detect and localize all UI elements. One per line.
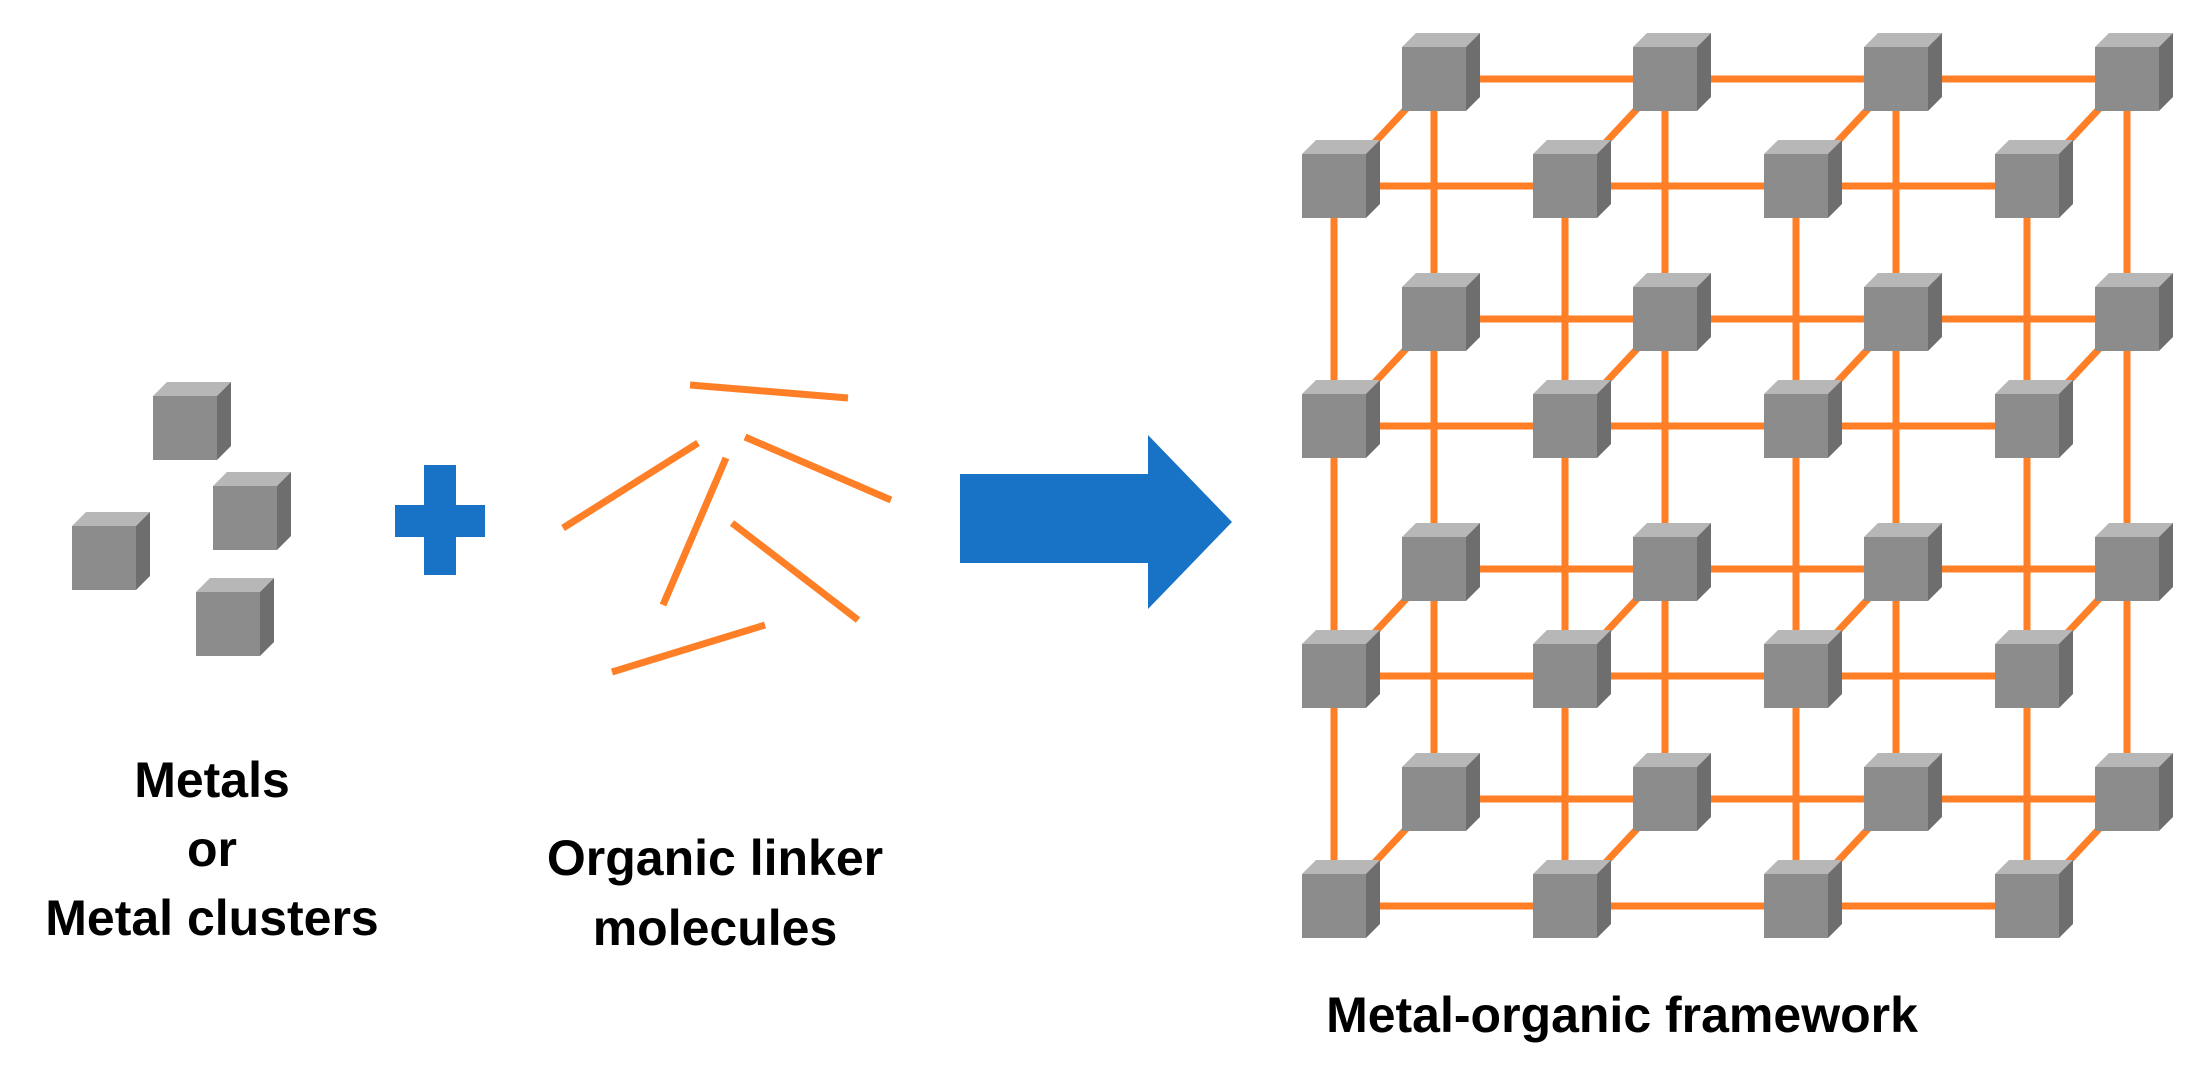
label-molecules: molecules <box>593 900 838 956</box>
framework-metal-node-icon <box>2095 33 2173 111</box>
framework-metal-node-icon <box>1864 33 1942 111</box>
framework-metal-node-icon <box>2095 753 2173 831</box>
metal-cube-icon <box>196 578 274 656</box>
organic-linker-rod <box>659 456 730 607</box>
framework-metal-node-icon <box>1995 380 2073 458</box>
label-metal-organic-framework: Metal-organic framework <box>1326 987 1918 1043</box>
organic-linker-rod <box>743 433 893 504</box>
framework-metal-node-icon <box>1533 140 1611 218</box>
framework-metal-node-icon <box>1764 860 1842 938</box>
framework-metal-node-icon <box>1995 860 2073 938</box>
framework-metal-node-icon <box>1533 860 1611 938</box>
framework-metal-node-icon <box>1764 630 1842 708</box>
metal-cube-icon <box>213 472 291 550</box>
metal-organic-framework-lattice <box>1302 33 2173 938</box>
framework-metal-node-icon <box>1533 630 1611 708</box>
framework-metal-node-icon <box>1995 140 2073 218</box>
organic-linker-rod <box>729 520 861 623</box>
organic-linker-rod <box>610 621 767 676</box>
framework-metal-node-icon <box>1402 33 1480 111</box>
label-metals: Metals <box>134 752 290 808</box>
framework-metal-node-icon <box>2095 523 2173 601</box>
framework-metal-node-icon <box>1633 273 1711 351</box>
framework-metal-node-icon <box>1533 380 1611 458</box>
framework-metal-node-icon <box>1302 860 1380 938</box>
framework-metal-node-icon <box>1764 140 1842 218</box>
framework-metal-node-icon <box>1764 380 1842 458</box>
framework-metal-node-icon <box>1402 523 1480 601</box>
label-or: or <box>187 821 237 877</box>
framework-metal-node-icon <box>1302 380 1380 458</box>
framework-metal-node-icon <box>1402 273 1480 351</box>
metal-cube-icon <box>153 382 231 460</box>
framework-metal-node-icon <box>1864 523 1942 601</box>
framework-metal-node-icon <box>1402 753 1480 831</box>
framework-metal-node-icon <box>1864 753 1942 831</box>
framework-metal-node-icon <box>1864 273 1942 351</box>
framework-metal-node-icon <box>1302 140 1380 218</box>
framework-metal-node-icon <box>1995 630 2073 708</box>
metal-clusters-group <box>72 382 291 656</box>
organic-linker-rod <box>561 440 700 531</box>
label-organic-linker: Organic linker <box>547 830 883 886</box>
framework-metal-node-icon <box>1633 753 1711 831</box>
organic-linkers-group <box>561 381 893 676</box>
right-arrow-icon <box>960 435 1232 609</box>
plus-icon <box>395 465 485 575</box>
framework-metal-node-icon <box>1633 523 1711 601</box>
organic-linker-rod <box>689 381 849 402</box>
metal-cube-icon <box>72 512 150 590</box>
framework-metal-node-icon <box>1302 630 1380 708</box>
framework-metal-node-icon <box>1633 33 1711 111</box>
framework-metal-node-icon <box>2095 273 2173 351</box>
label-metal-clusters: Metal clusters <box>45 890 378 946</box>
